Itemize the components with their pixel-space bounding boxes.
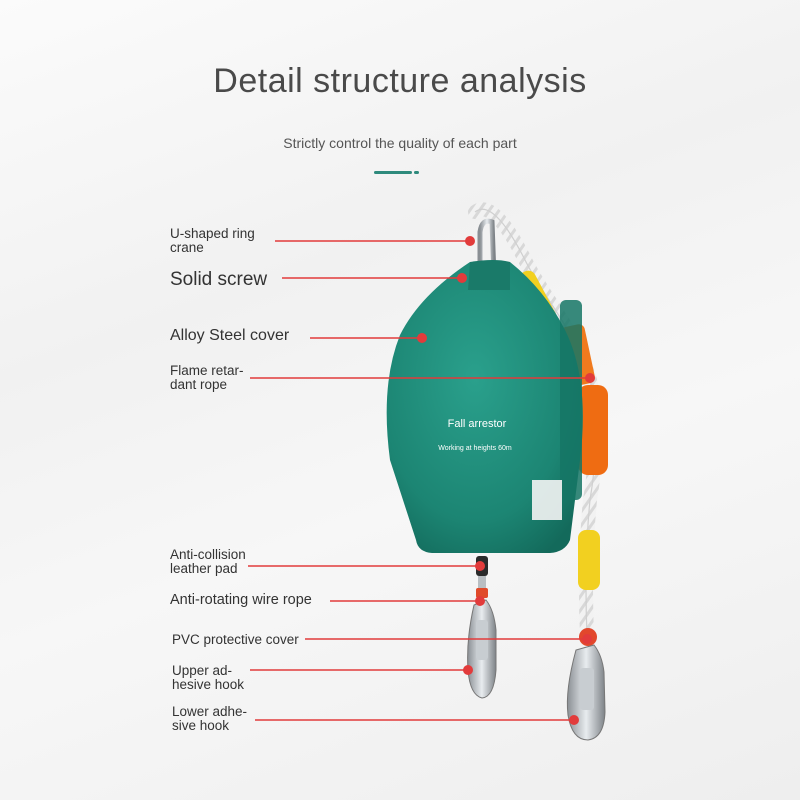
body-product-spec: Working at heights 60m <box>438 445 512 452</box>
label-pvc-cover: PVC protective cover <box>172 632 299 647</box>
label-solid-screw: Solid screw <box>170 269 268 290</box>
u-ring-shackle <box>477 218 497 280</box>
leader-dots <box>417 236 595 725</box>
body-product-name: Fall arrestor <box>448 418 507 430</box>
left-snap-hook <box>467 599 497 699</box>
label-alloy-steel-cover: Alloy Steel cover <box>170 327 290 344</box>
wire-rope-swivel <box>476 588 488 598</box>
label-anti-rotating-wire: Anti-rotating wire rope <box>170 592 312 608</box>
orange-shock-absorber <box>578 385 608 475</box>
body-sticker <box>532 480 562 520</box>
leader-lines <box>248 240 588 721</box>
page-subtitle: Strictly control the quality of each par… <box>283 135 517 151</box>
label-upper-hook: Upper ad-hesive hook <box>172 663 245 693</box>
label-flame-retardant-rope: Flame retar-dant rope <box>170 363 244 393</box>
yellow-sleeve-lower <box>578 530 600 590</box>
label-lower-hook: Lower adhe-sive hook <box>172 704 248 734</box>
page-title: Detail structure analysis <box>213 62 587 100</box>
title-divider <box>374 171 419 174</box>
body-side-band <box>560 300 582 500</box>
